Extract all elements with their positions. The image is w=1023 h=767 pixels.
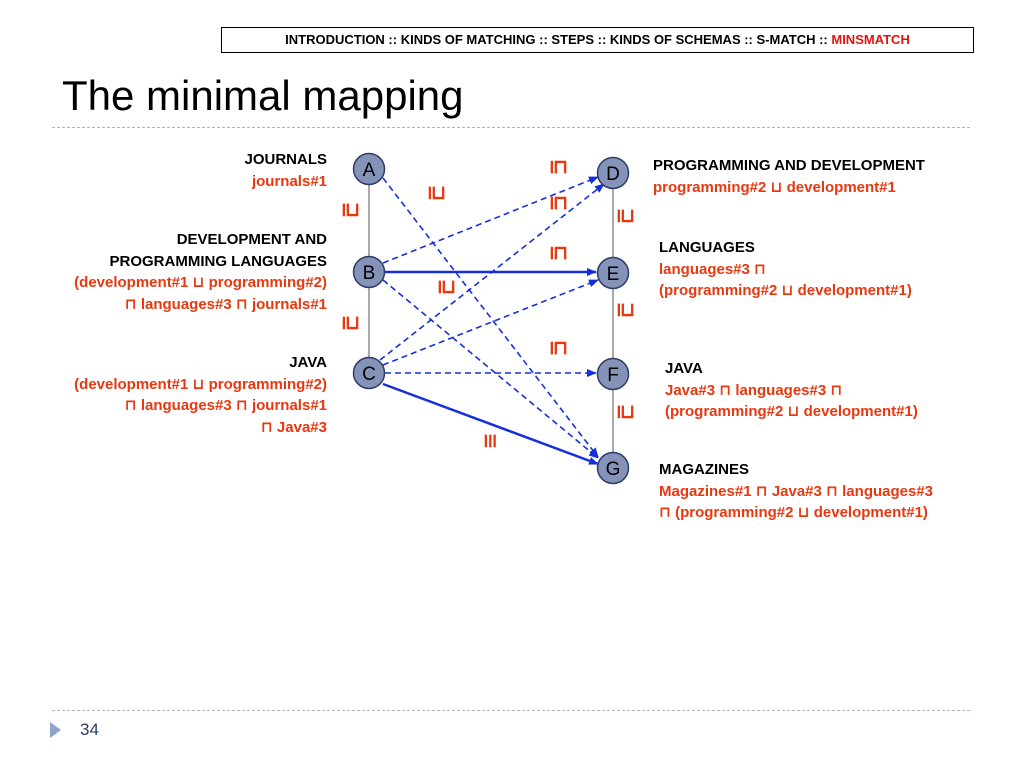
label-name: JAVA [665, 360, 703, 377]
label-journals: JOURNALS journals#1 [244, 149, 327, 192]
label-formula: (development#1 ⊔ programming#2) [74, 274, 327, 291]
mapping-relation-4: ⊑ [548, 245, 572, 262]
label-name: LANGUAGES [659, 239, 755, 256]
label-formula: ⊓ languages#3 ⊓ journals#1 [124, 397, 327, 414]
breadcrumb-current: MINSMATCH [831, 32, 910, 47]
mapping-edge-c-g [382, 382, 599, 466]
label-formula: ⊓ languages#3 ⊓ journals#1 [124, 295, 327, 313]
node-b: B [352, 255, 386, 289]
tree-relation-e-f: ⊒ [615, 302, 639, 319]
label-formula: languages#3 ⊓ [659, 260, 766, 278]
node-d: D [596, 156, 630, 190]
tree-relation-d-e: ⊒ [615, 208, 639, 225]
label-formula: journals#1 [251, 172, 327, 190]
label-formula: (programming#2 ⊔ development#1) [665, 403, 918, 420]
label-magazines: MAGAZINES Magazines#1 ⊓ Java#3 ⊓ languag… [659, 459, 933, 524]
mapping-edge-c-e [382, 279, 599, 366]
label-name: DEVELOPMENT AND [176, 231, 327, 248]
node-label: D [606, 164, 620, 185]
label-name: MAGAZINES [659, 461, 749, 478]
label-name: JOURNALS [244, 151, 327, 168]
node-label: F [607, 365, 619, 386]
label-formula: (programming#2 ⊔ development#1) [659, 282, 912, 299]
page-title: The minimal mapping [62, 72, 464, 119]
slide-bullet-icon [50, 722, 61, 738]
mapping-edge-b-d [382, 176, 599, 264]
mapping-relation-7: ≡ [479, 433, 503, 450]
node-label: A [363, 160, 376, 181]
label-formula: Java#3 ⊓ languages#3 ⊓ [665, 381, 843, 399]
label-formula: programming#2 ⊔ development#1 [653, 178, 896, 196]
tree-relation-f-g: ⊒ [615, 404, 639, 421]
mapping-relation-2: ⊒ [426, 185, 450, 202]
node-label: C [362, 364, 376, 385]
label-languages: LANGUAGES languages#3 ⊓ (programming#2 ⊔… [659, 237, 912, 302]
label-formula: Magazines#1 ⊓ Java#3 ⊓ languages#3 [659, 482, 934, 500]
label-formula: (development#1 ⊔ programming#2) [74, 375, 327, 393]
label-java-right: JAVA Java#3 ⊓ languages#3 ⊓ (programming… [665, 358, 918, 423]
mapping-edge-a-g [382, 177, 599, 458]
node-label: E [607, 264, 620, 285]
node-label: B [363, 263, 376, 284]
node-c: C [352, 356, 386, 390]
tree-relation-a-b: ⊒ [340, 202, 364, 219]
label-name: PROGRAMMING AND DEVELOPMENT [653, 157, 925, 174]
label-name: JAVA [289, 354, 327, 371]
label-java-left: JAVA (development#1 ⊔ programming#2) ⊓ l… [74, 352, 327, 438]
label-programming-development: PROGRAMMING AND DEVELOPMENT programming#… [653, 155, 925, 198]
breadcrumb: INTRODUCTION :: KINDS OF MATCHING :: STE… [221, 27, 974, 53]
label-name: PROGRAMMING LANGUAGES [109, 252, 328, 270]
node-label: G [606, 459, 621, 480]
bottom-divider [52, 710, 970, 711]
mapping-edge-b-g [382, 279, 599, 459]
mapping-relation-6: ⊑ [548, 340, 572, 357]
node-e: E [596, 256, 630, 290]
label-development-programming-languages: DEVELOPMENT AND PROGRAMMING LANGUAGES (d… [74, 229, 327, 315]
label-formula: ⊓ Java#3 [260, 418, 327, 436]
breadcrumb-path: INTRODUCTION :: KINDS OF MATCHING :: STE… [285, 32, 832, 47]
mapping-relation-3: ⊑ [548, 195, 572, 212]
mapping-relation-5: ⊒ [436, 279, 460, 296]
node-a: A [352, 152, 386, 186]
mapping-relation-1: ⊑ [548, 159, 572, 176]
top-divider [52, 127, 970, 128]
node-f: F [596, 357, 630, 391]
node-g: G [596, 451, 630, 485]
page-number: 34 [80, 720, 99, 739]
tree-relation-b-c: ⊒ [340, 315, 364, 332]
label-formula: ⊓ (programming#2 ⊔ development#1) [659, 504, 928, 521]
